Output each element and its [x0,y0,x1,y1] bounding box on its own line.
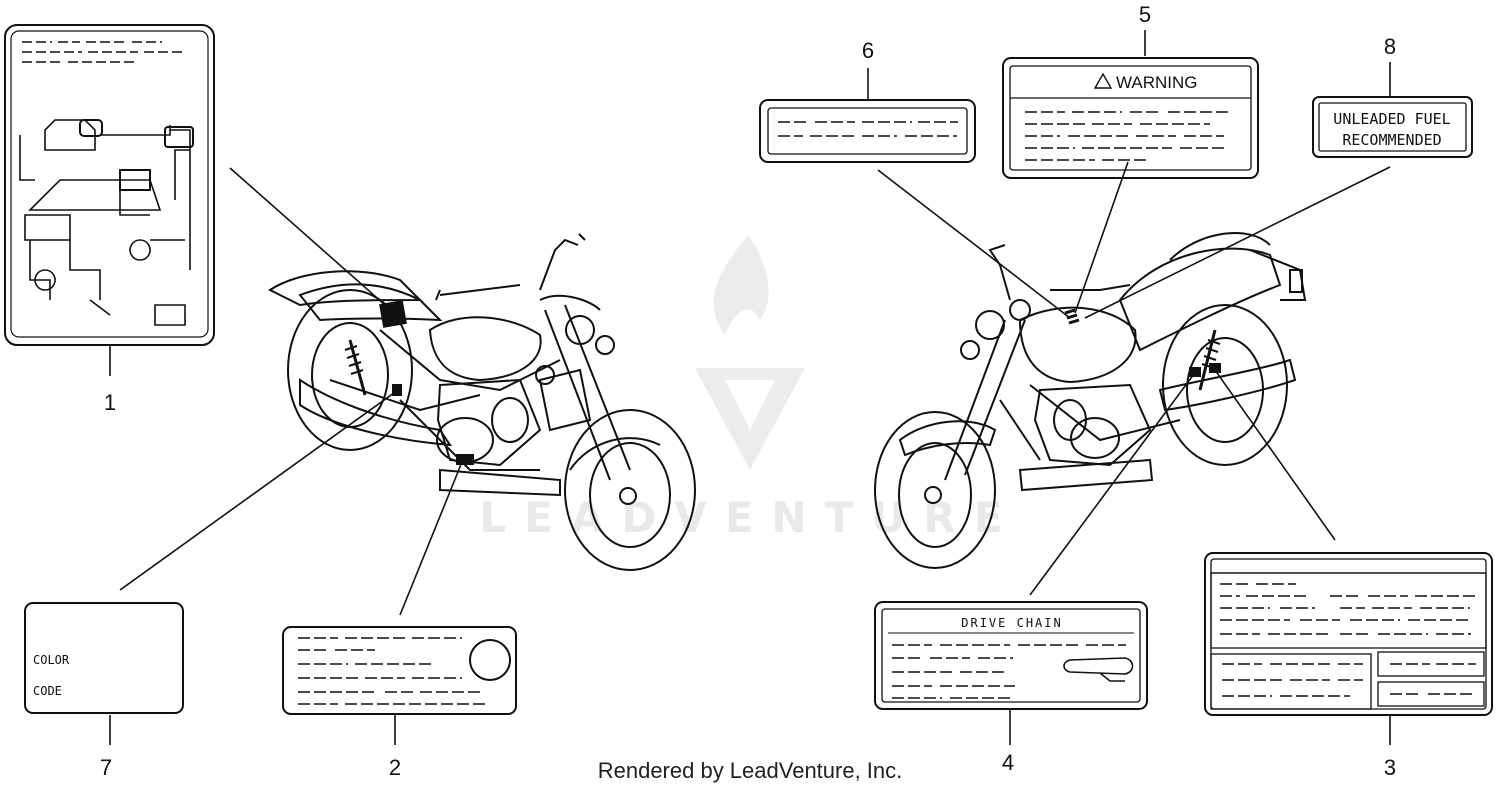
color-code-code-text: CODE [33,684,62,698]
label-6-card [759,99,976,163]
callout-8: 8 [1384,34,1396,59]
callout-3: 3 [1384,755,1396,780]
label-7-card: COLOR CODE [24,602,184,714]
callout-numbers: 1 2 3 4 5 6 7 8 [100,2,1396,780]
right-motorcycle [874,232,1307,569]
label-8-card: UNLEADED FUEL RECOMMENDED [1312,96,1473,158]
leader-lines [109,30,1391,745]
watermark-flame-icon [713,235,769,335]
watermark-text: LEADVENTURE [480,493,1021,542]
fuel-line1-text: UNLEADED FUEL [1333,110,1450,128]
drive-chain-title-text: DRIVE CHAIN [961,616,1062,630]
label-5-card: WARNING [1002,57,1259,179]
chain-adjuster-icon [1063,657,1134,682]
color-code-color-text: COLOR [33,653,70,667]
label-3-card [1204,552,1493,716]
warning-triangle-icon [1093,72,1113,89]
label-2-card [282,626,517,715]
footer-credit: Rendered by LeadVenture, Inc. [598,758,903,783]
callout-1: 1 [104,390,116,415]
callout-2: 2 [389,755,401,780]
callout-6: 6 [862,38,874,63]
warning-title-text: WARNING [1116,73,1198,92]
callout-4: 4 [1002,750,1014,775]
left-motorcycle [268,233,696,571]
fuel-line2-text: RECOMMENDED [1342,131,1441,149]
watermark-logo: LEADVENTURE [480,235,1021,542]
label-1-card [4,24,215,346]
watermark-v-icon [695,368,805,470]
callout-5: 5 [1139,2,1151,27]
callout-7: 7 [100,755,112,780]
label-4-card: DRIVE CHAIN [874,601,1148,710]
